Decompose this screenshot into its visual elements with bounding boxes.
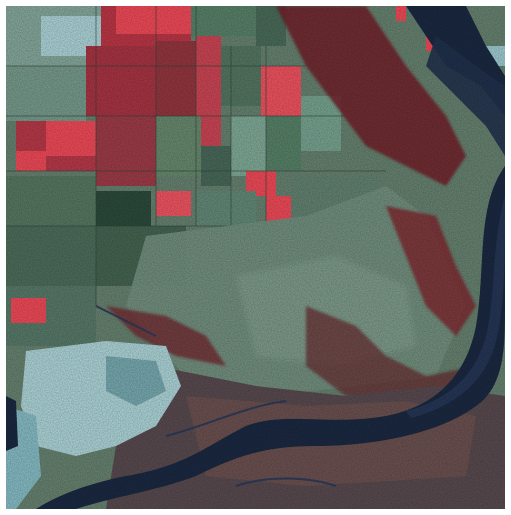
satellite-image-svg [6,6,505,509]
texture-overlay [6,6,505,509]
satellite-image [6,6,505,509]
